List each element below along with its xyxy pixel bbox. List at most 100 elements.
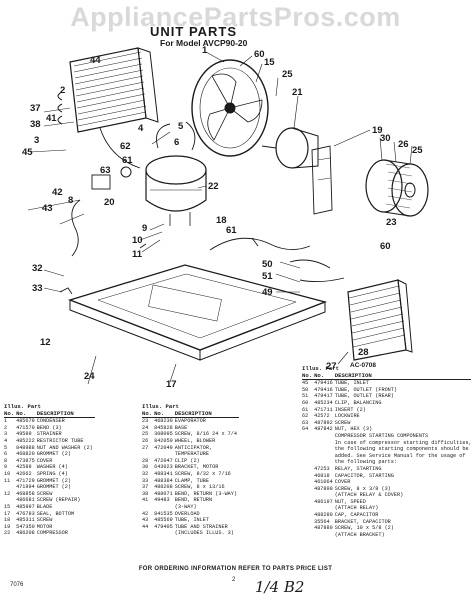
illus-number: 30 (142, 464, 149, 471)
ordering-info-footer: FOR ORDERING INFORMATION REFER TO PARTS … (138, 566, 333, 572)
condenser-coil-drawing (57, 47, 159, 133)
callout-41: 41 (46, 113, 57, 124)
part-description: SPRING (4) (36, 470, 68, 477)
table-row: added. See Service Manual for the usage … (302, 453, 471, 460)
column-header-description: DESCRIPTION (174, 410, 240, 419)
illus-number: 61 (302, 406, 309, 413)
motor-drawing (261, 127, 333, 215)
part-description: COVER (36, 457, 53, 464)
callout-28: 28 (358, 347, 369, 358)
document-number: 7076 (10, 582, 24, 588)
part-description: SCREW, 10 x 5/8 (2) (334, 525, 394, 532)
part-number: 479416 (314, 380, 333, 387)
table-row: (ATTACH RELAY) (302, 505, 471, 512)
callout-32: 32 (32, 263, 43, 274)
illus-number: 6 (4, 451, 8, 458)
table-row: TEMPERATURE (142, 451, 239, 458)
part-description: SCREW (36, 517, 53, 524)
part-description: INSERT (2) (334, 406, 366, 413)
illus-number (302, 479, 314, 486)
callout-45: 45 (22, 147, 33, 158)
part-number (154, 530, 175, 537)
part-description: TUBE, OUTLET (REAR) (334, 393, 394, 400)
part-number: 42662 (16, 470, 32, 477)
part-description: BRACKET, CAPACITOR (334, 518, 391, 525)
illus-number: 42 (142, 510, 149, 517)
part-description: COVER (334, 479, 351, 486)
part-number: 471994 (16, 484, 35, 491)
illus-number: 43 (142, 517, 149, 524)
callout-1: 1 (202, 45, 208, 56)
column-header-part-no: No. (314, 372, 335, 381)
part-description: EVAPORATOR (174, 418, 206, 425)
part-number: 472049 (154, 444, 173, 451)
part-description: CAPACITOR, STARTING (334, 472, 394, 479)
part-description: CLIP (2) (174, 457, 200, 464)
part-number: 547350 (16, 523, 35, 530)
part-number: 487842 (314, 426, 333, 433)
table-row: (3-WAY) (142, 504, 239, 511)
compressor-drawing (91, 121, 207, 226)
handwritten-note: 1/4 B2 (255, 578, 305, 596)
table-header-group: Illus. Part (4, 403, 95, 411)
callout-63: 63 (100, 165, 111, 176)
callout-61: 61 (122, 155, 133, 166)
illus-number: 15 (4, 503, 11, 510)
part-number (314, 453, 335, 460)
illus-number: 32 (142, 470, 149, 477)
illus-number: 60 (302, 399, 309, 406)
part-number: 468858 (16, 490, 35, 497)
part-number: 488280 (314, 512, 333, 519)
part-description: CLIP, BALANCING (334, 399, 382, 406)
part-description: BRACKET, MOTOR (174, 464, 219, 471)
part-description: RELAY, STARTING (334, 465, 382, 472)
illus-number: 1 (4, 418, 8, 425)
part-number: 35564 (314, 518, 330, 525)
illus-number: 4 (4, 437, 8, 444)
part-number (314, 505, 335, 512)
part-number: 42589 (16, 464, 32, 471)
part-number: 488071 (154, 490, 173, 497)
callout-42: 42 (52, 187, 63, 198)
column-header-description: DESCRIPTION (36, 410, 95, 419)
part-number: 468820 (16, 451, 35, 458)
illus-number: 8 (4, 457, 8, 464)
watermark: AppliancePartsPros.com (70, 2, 401, 32)
part-number: 487892 (314, 419, 333, 426)
column-header-part-no: No. (154, 410, 175, 419)
illus-number (142, 451, 154, 458)
illus-number (302, 466, 314, 473)
illus-number (302, 525, 314, 532)
part-description: (3-WAY) (174, 503, 197, 510)
illus-number (302, 499, 314, 506)
table-row: (ATTACH RELAY & COVER) (302, 492, 471, 499)
callout-24: 24 (84, 371, 95, 382)
part-number (314, 532, 335, 539)
part-description: SCREW, 8/16 24 x 7/4 (174, 431, 238, 438)
part-number (314, 446, 335, 453)
table-row: 35564 BRACKET, CAPACITOR (302, 519, 471, 526)
illus-number: 41 (142, 497, 149, 504)
part-number: 486208 (16, 530, 35, 537)
table-row: the following starting components should… (302, 446, 471, 453)
part-description: SCREW (REPAIR) (36, 497, 81, 504)
part-description: TUBE, INLET (174, 517, 210, 524)
